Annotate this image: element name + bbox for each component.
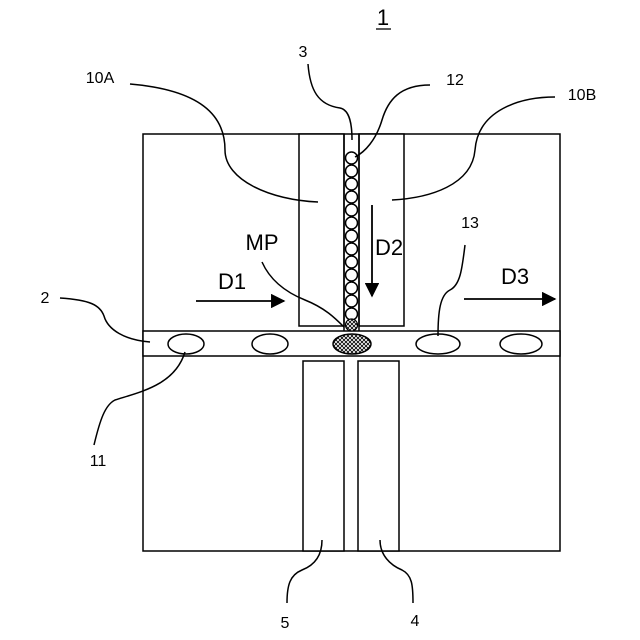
- label-10b: 10B: [568, 87, 596, 104]
- particle: [346, 178, 358, 190]
- droplet: [252, 334, 288, 354]
- label-11: 11: [90, 453, 107, 470]
- particle: [346, 230, 358, 242]
- block-4: [358, 361, 399, 551]
- label-d1: D1: [218, 269, 246, 294]
- hatched-particle: [346, 319, 358, 331]
- label-13: 13: [461, 215, 479, 232]
- particle: [346, 165, 358, 177]
- particle: [346, 217, 358, 229]
- label-4: 4: [411, 613, 420, 630]
- label-3: 3: [299, 44, 308, 61]
- particle: [346, 191, 358, 203]
- label-2: 2: [41, 290, 50, 307]
- particle: [346, 256, 358, 268]
- particle: [346, 282, 358, 294]
- droplet: [416, 334, 460, 354]
- block-10b: [359, 134, 404, 326]
- particle: [346, 152, 358, 164]
- block-10a: [299, 134, 344, 326]
- block-5: [303, 361, 344, 551]
- particle: [346, 269, 358, 281]
- particle: [346, 295, 358, 307]
- label-5: 5: [281, 615, 290, 632]
- leader-3: [308, 64, 352, 140]
- label-d3: D3: [501, 264, 529, 289]
- particle: [346, 243, 358, 255]
- label-mp: MP: [246, 230, 279, 255]
- droplet: [168, 334, 204, 354]
- droplet: [500, 334, 542, 354]
- label-d2: D2: [375, 235, 403, 260]
- label-12: 12: [446, 72, 464, 89]
- leader-2: [60, 298, 150, 342]
- figure-number: 1: [377, 5, 389, 30]
- merged-droplet: [333, 334, 371, 354]
- label-10a: 10A: [86, 70, 115, 87]
- particle: [346, 308, 358, 320]
- particle: [346, 204, 358, 216]
